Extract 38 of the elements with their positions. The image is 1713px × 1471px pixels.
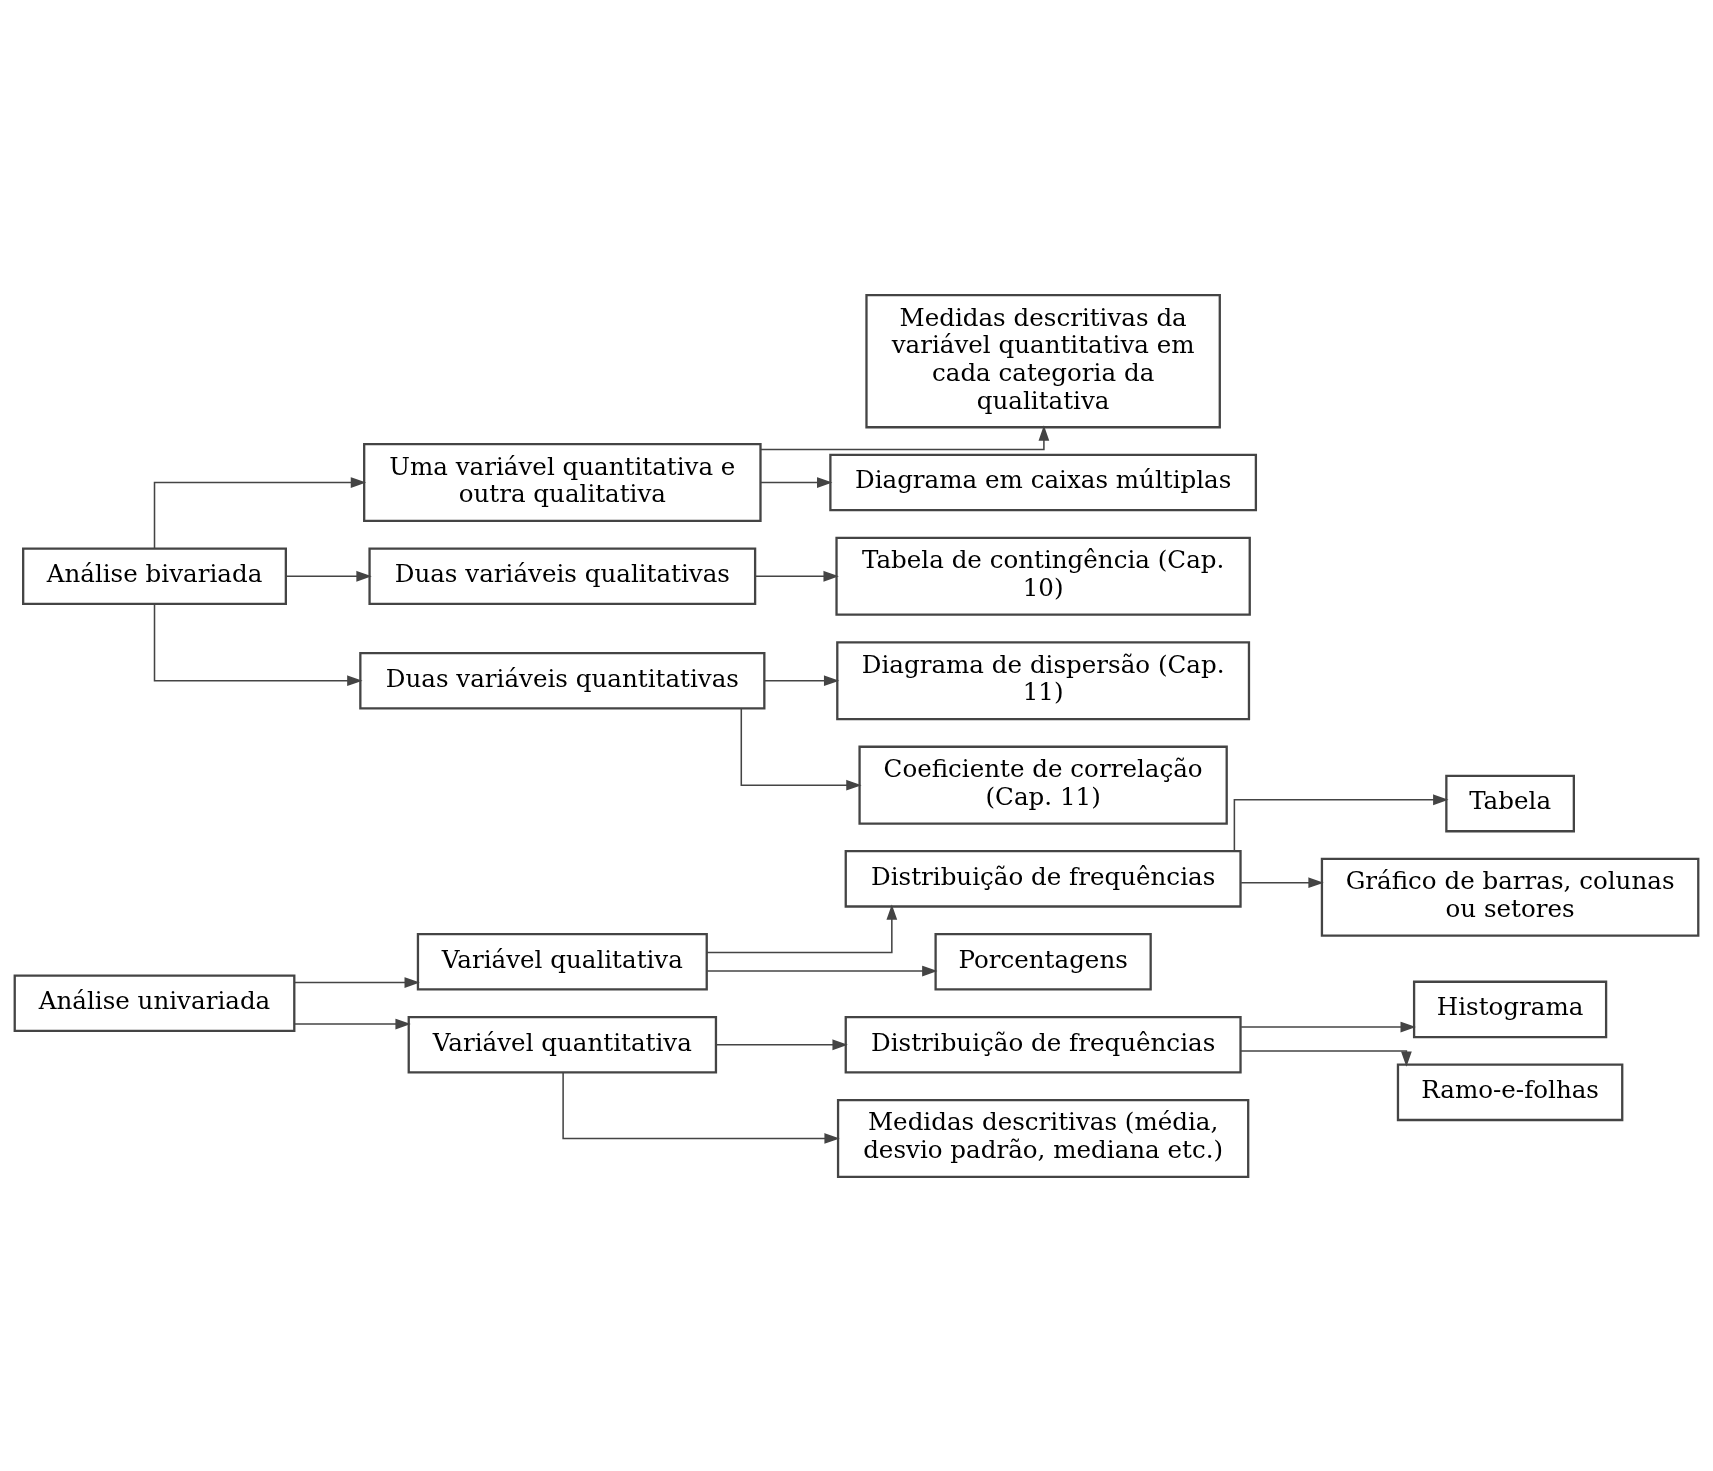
arrow [706, 965, 938, 976]
arrow [294, 976, 420, 988]
node-box: Variável qualitativa [416, 932, 708, 991]
node-box: Diagrama de dispersão (Cap. 11) [836, 640, 1251, 720]
node-box: Medidas descritivas da variável quantitativa em cada categoria da qualitativa [865, 293, 1221, 428]
node-box: Tabela de contingência (Cap. 10) [835, 536, 1251, 616]
node-box: Variável quantitativa [407, 1015, 718, 1074]
node-box: Coeficiente de correlação (Cap. 11) [858, 745, 1228, 825]
arrow [754, 570, 839, 582]
node-box: Distribuição de frequências [844, 1015, 1242, 1074]
arrow [1239, 1049, 1412, 1067]
arrow [706, 903, 898, 953]
node-box: Diagrama em caixas múltiplas [829, 453, 1258, 511]
arrow [153, 476, 367, 549]
node-box: Medidas descritivas (média, desvio padrão, mediana etc.) [836, 1098, 1250, 1178]
arrow [759, 476, 833, 488]
node-box: Duas variáveis quantitativas [359, 651, 766, 709]
arrow [764, 674, 840, 686]
arrow [740, 707, 862, 791]
node-box: Análise univariada [13, 974, 296, 1032]
arrow [294, 1018, 411, 1029]
node-box: Ramo-e-folhas [1396, 1063, 1624, 1121]
arrow [1233, 793, 1449, 852]
node-box: Uma variável quantitativa e outra qualitativa [363, 442, 762, 522]
arrow [1240, 876, 1324, 888]
node-box: Porcentagens [934, 932, 1152, 991]
arrow [285, 570, 372, 582]
node-box: Tabela [1445, 774, 1575, 832]
arrow [760, 424, 1050, 450]
node-box: Duas variáveis qualitativas [368, 546, 757, 605]
arrow [153, 602, 363, 686]
node-box: Gráfico de barras, colunas ou setores [1320, 857, 1700, 937]
node-box: Distribuição de frequências [844, 849, 1242, 908]
arrow [715, 1038, 848, 1050]
node-box: Histograma [1412, 980, 1608, 1038]
arrow [562, 1071, 840, 1144]
node-box: Análise bivariada [22, 546, 287, 605]
arrow [1240, 1021, 1416, 1032]
